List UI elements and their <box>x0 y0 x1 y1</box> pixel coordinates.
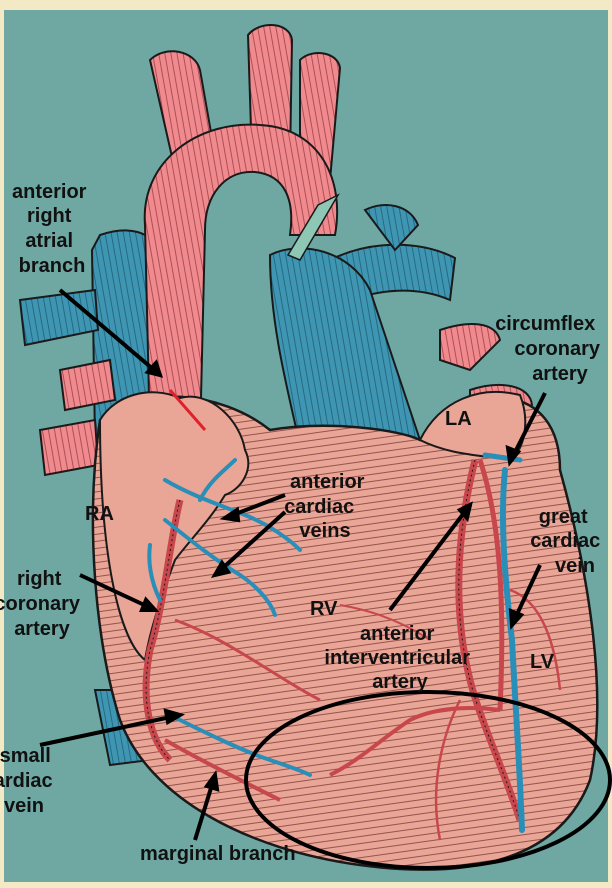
svg-text:anterior right atr: anterior right atrial branch <box>12 181 92 277</box>
pointer-lines <box>39 288 547 841</box>
svg-text:circumflex coronary: circumflex coronary artery <box>495 313 605 385</box>
highlight-ellipse <box>244 690 612 870</box>
label-anterior-right-atrial-branch-2: right <box>27 205 72 227</box>
label-great-cardiac-vein-3: vein <box>555 555 595 577</box>
label-small-cardiac-vein-3: vein <box>4 795 44 817</box>
label-anterior-cardiac-veins-1: anterior <box>290 471 365 493</box>
svg-text:great cardiac vein: great cardiac vein <box>530 506 606 577</box>
label-right-coronary-artery-3: artery <box>14 618 70 640</box>
label-rv: RV <box>310 598 338 620</box>
ligamentum-arteriosum <box>286 193 340 261</box>
label-small-cardiac-vein-2: ardiac <box>0 770 53 792</box>
anterior-right-atrial-branch <box>168 389 207 431</box>
label-aiva-1: anterior <box>360 623 435 645</box>
left-pulmonary-vein-upper <box>363 204 420 252</box>
label-great-cardiac-vein-2: cardiac <box>530 530 600 552</box>
svg-text:anterior cardiac v: anterior cardiac veins <box>284 471 370 542</box>
label-great-cardiac-vein-1: great <box>539 506 588 528</box>
label-aiva-3: artery <box>372 671 428 693</box>
label-anterior-cardiac-veins-3: veins <box>299 520 350 542</box>
label-circumflex-2: coronary <box>514 338 600 360</box>
right-pulmonary-artery-upper <box>58 358 117 412</box>
label-circumflex-3: artery <box>532 363 588 385</box>
labels: anterior right atrial branch circumflex … <box>0 181 606 865</box>
left-pulmonary-vein-art-upper <box>439 323 502 372</box>
svg-text:small ardiac vein: small ardiac vein <box>0 745 58 817</box>
svg-text:right coronary art: right coronary artery <box>0 568 86 640</box>
aortic-arch <box>143 123 339 441</box>
label-ra: RA <box>85 503 114 525</box>
cardiac-veins <box>147 452 525 833</box>
right-pulmonary-artery-lower <box>38 418 100 477</box>
label-anterior-right-atrial-branch-3: atrial <box>25 230 73 252</box>
label-right-coronary-artery-2: coronary <box>0 593 81 615</box>
label-la: LA <box>445 408 472 430</box>
label-lv: LV <box>530 651 555 673</box>
label-anterior-right-atrial-branch-1: anterior <box>12 181 87 203</box>
label-aiva-2: interventricular <box>324 647 470 669</box>
left-atrium <box>418 391 527 462</box>
label-right-coronary-artery-1: right <box>17 568 62 590</box>
svg-text:anterior interventricula: anterior interventricular artery <box>324 623 475 693</box>
label-circumflex-1: circumflex <box>495 313 595 335</box>
label-small-cardiac-vein-1: small <box>0 745 51 767</box>
label-anterior-right-atrial-branch-4: branch <box>19 255 86 277</box>
label-anterior-cardiac-veins-2: cardiac <box>284 496 354 518</box>
label-marginal-branch: marginal branch <box>140 843 296 865</box>
